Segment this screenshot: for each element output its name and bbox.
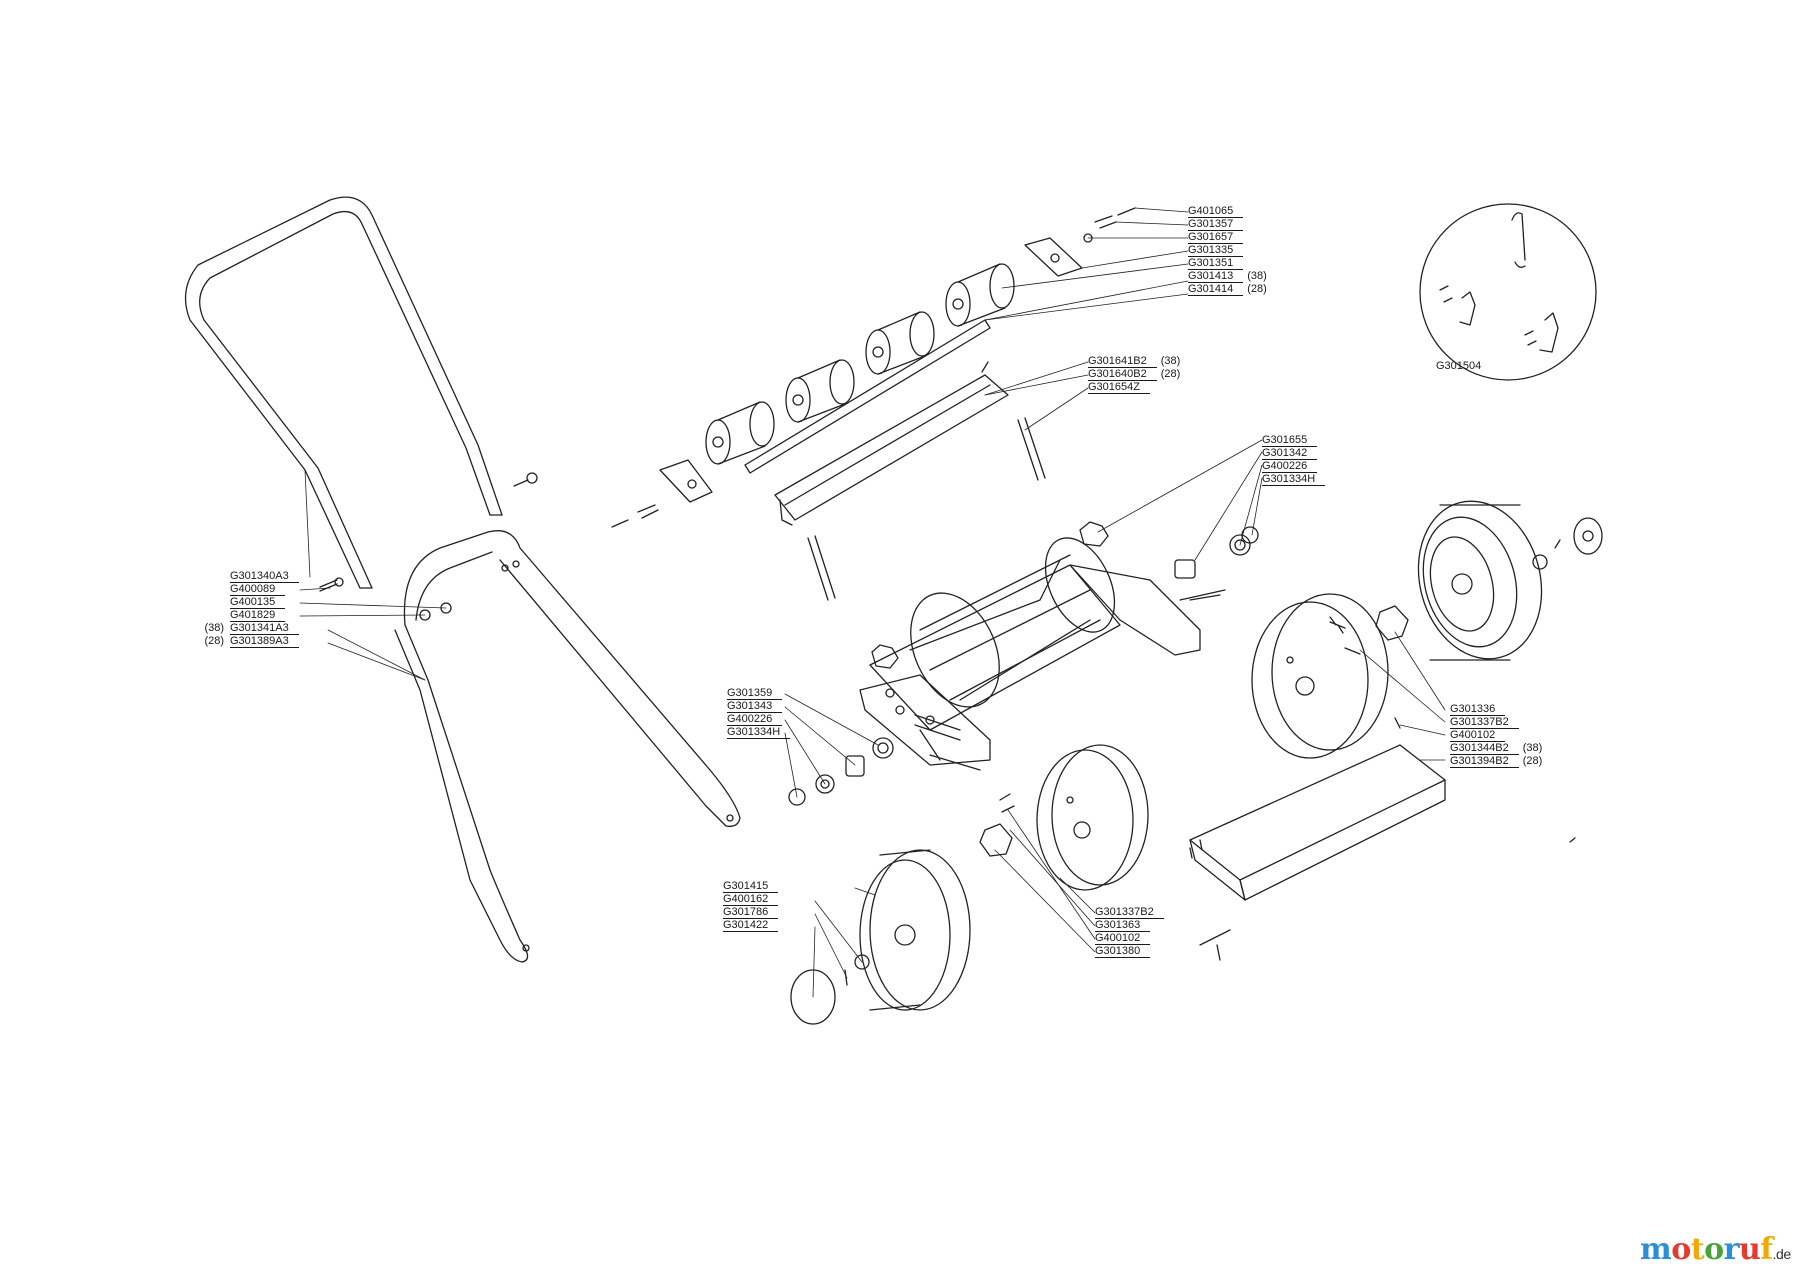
- label-group-right-wheel: G301336 G301337B2 G400102 G301344B2(38) …: [1450, 703, 1542, 768]
- springs-and-screws: [611, 207, 1136, 528]
- watermark-letter: t: [1690, 1232, 1705, 1267]
- part-label: G400135: [190, 596, 299, 609]
- part-label: G301334H: [1262, 473, 1329, 486]
- label-group-left-wheel: G301415 G400162 G301786 G301422: [723, 880, 779, 932]
- part-label: G301380: [1095, 945, 1164, 958]
- label-group-left-bearing: G301359 G301343 G400226 G301334H: [727, 687, 791, 739]
- part-label: G301641B2(38): [1088, 355, 1181, 368]
- part-label: G301344B2(38): [1450, 742, 1543, 755]
- watermark-letter: u: [1738, 1232, 1761, 1267]
- watermark-letter: o: [1671, 1232, 1691, 1267]
- axle-shafts: [914, 589, 1226, 771]
- left-drive-disc: [1036, 744, 1149, 891]
- part-label: (38)G301341A3: [190, 622, 299, 635]
- watermark-letter: f: [1760, 1232, 1773, 1267]
- label-group-plate: G301641B2(38) G301640B2(28) G301654Z: [1088, 355, 1180, 394]
- upper-handle: [184, 196, 503, 589]
- right-wheel: [1417, 500, 1543, 661]
- part-label: G301337B2: [1450, 716, 1542, 729]
- side-plate-right: [1069, 564, 1221, 656]
- part-label: G301334H: [727, 726, 791, 739]
- part-label: G301414(28): [1188, 283, 1267, 296]
- part-label: G301335: [1188, 244, 1267, 257]
- part-label: G301415: [723, 880, 779, 893]
- left-hubcap: [790, 954, 870, 1025]
- left-wheel: [859, 849, 971, 1011]
- watermark-letter: r: [1723, 1232, 1740, 1267]
- right-bearings: [1174, 526, 1259, 579]
- part-label: G301351: [1188, 257, 1267, 270]
- part-label: (28)G301389A3: [190, 635, 299, 648]
- part-label: G400102: [1450, 729, 1542, 742]
- part-label: G301359: [727, 687, 790, 700]
- part-label: G401829: [190, 609, 299, 622]
- reel-cylinder: [869, 537, 1121, 731]
- lower-handle: [394, 530, 741, 963]
- drive-pinions: [979, 605, 1409, 857]
- label-group-right-bearing: G301655 G301342 G400226 G301334H: [1262, 434, 1329, 486]
- part-label: G301413(38): [1188, 270, 1267, 283]
- label-group-handle: G301340A3 G400089 G400135 G401829 (38)G3…: [190, 570, 299, 648]
- leader-lines: [299, 207, 1446, 998]
- rear-deflector: [1189, 744, 1446, 946]
- inset-detail: [1419, 203, 1597, 381]
- bottom-plate: [774, 361, 1009, 526]
- part-label: G301357: [1188, 218, 1267, 231]
- part-label: G301337B2: [1095, 906, 1164, 919]
- label-group-top-center: G401065 G301357 G301657 G301335 G301351 …: [1188, 205, 1267, 296]
- watermark-letter: m: [1640, 1232, 1672, 1267]
- part-label: G401065: [1188, 205, 1267, 218]
- watermark-letter: o: [1704, 1232, 1724, 1267]
- motoruf-watermark[interactable]: motoruf.de: [1640, 1232, 1791, 1267]
- side-plate-left: [859, 674, 991, 766]
- roller-shaft: [744, 319, 991, 474]
- part-label: G301394B2(28): [1450, 755, 1543, 768]
- left-bearings: [788, 737, 894, 806]
- part-label: G400226: [1262, 460, 1329, 473]
- label-group-left-disc: G301337B2 G301363 G400102 G301380: [1095, 906, 1164, 958]
- part-label: G400162: [723, 893, 779, 906]
- inset-part-label: G301504: [1436, 360, 1482, 372]
- part-label: G301343: [727, 700, 790, 713]
- part-label: G301640B2(28): [1088, 368, 1181, 381]
- height-knobs: [871, 521, 1109, 669]
- rollers: [705, 263, 1015, 465]
- part-label: G301657: [1188, 231, 1267, 244]
- part-label: G400226: [727, 713, 790, 726]
- part-label: G400089: [190, 583, 299, 596]
- handle-fasteners: [319, 472, 538, 621]
- part-label: G301336: [1450, 703, 1542, 716]
- part-label: G301655: [1262, 434, 1329, 447]
- right-drive-disc: [1251, 593, 1389, 759]
- part-label: G400102: [1095, 932, 1164, 945]
- right-hubcap: [1532, 517, 1603, 570]
- part-label: G301654Z: [1088, 381, 1180, 394]
- part-label: G301422: [723, 919, 779, 932]
- part-label: G301342: [1262, 447, 1329, 460]
- bolts: [807, 417, 1046, 601]
- part-label: G301340A3: [190, 570, 299, 583]
- small-screws: [999, 616, 1576, 961]
- part-label: G301786: [723, 906, 779, 919]
- part-label: G301363: [1095, 919, 1164, 932]
- watermark-domain: .de: [1772, 1246, 1791, 1262]
